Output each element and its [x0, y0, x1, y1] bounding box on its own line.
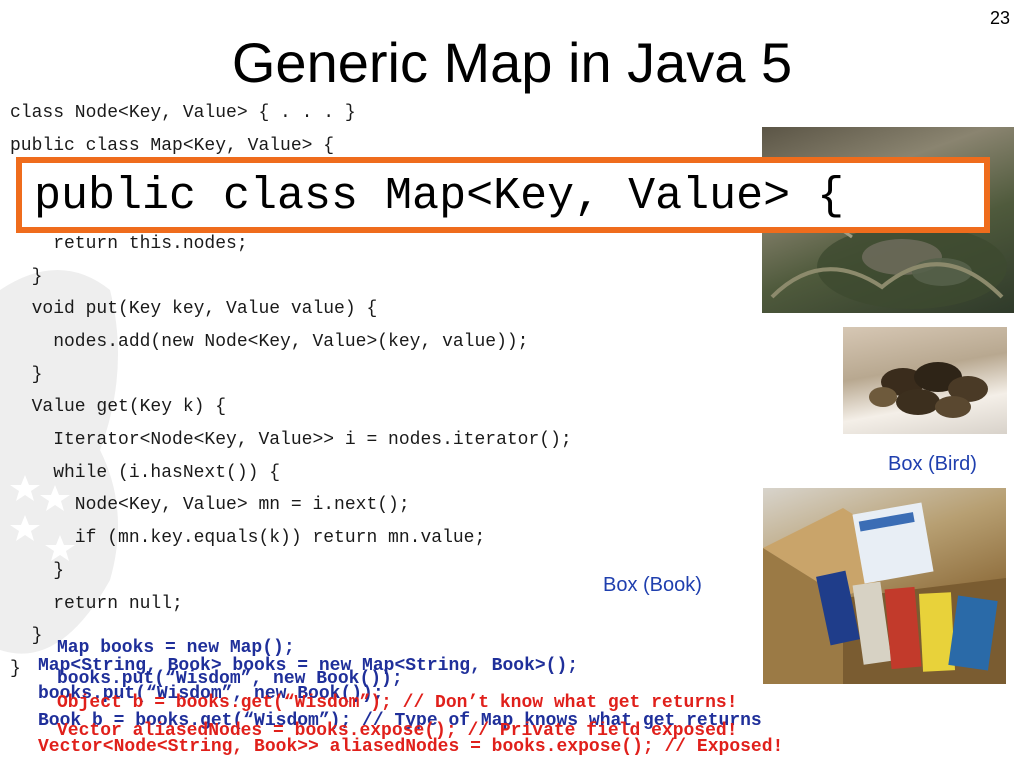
overlay-line-red-1: Object b = books.get(“Wisdom”); // Don’t…: [57, 693, 738, 713]
overlay-line-blue-3: books.put(“Wisdom”, new Book());: [57, 669, 403, 689]
overlay-line-blue-1: Map books = new Map();: [57, 638, 295, 658]
nest-photo-image: [762, 217, 1007, 309]
code-line: class Node<Key, Value> { . . . }: [10, 103, 356, 123]
code-listing: class Node<Key, Value> { . . . } public …: [10, 97, 572, 686]
birds-photo: [843, 327, 1007, 434]
highlight-box: public class Map<Key, Value> {: [16, 157, 990, 233]
slide-title: Generic Map in Java 5: [231, 31, 793, 94]
highlight-text: public class Map<Key, Value> {: [34, 171, 845, 222]
overlay-line-blue-5: Book b = books.get(“Wisdom”); // Type of…: [38, 711, 762, 731]
code-line: public class Map<Key, Value> {: [10, 135, 335, 156]
code-line: return null;: [10, 593, 183, 614]
overlay-line-blue-4: books.put(“Wisdom”, new Book());: [38, 684, 384, 704]
caption-book: Box (Book): [603, 574, 702, 596]
overlay-line-blue-2: Map<String, Book> books = new Map<String…: [38, 656, 579, 676]
code-line: void put(Key key, Value value) {: [10, 299, 378, 320]
code-line: Value get(Key k) {: [10, 397, 227, 418]
caption-bird: Box (Bird): [888, 453, 977, 475]
books-photo: [763, 488, 1006, 684]
code-line: nodes.add(new Node<Key, Value>(key, valu…: [10, 331, 529, 352]
books-photo-image: [763, 502, 1006, 684]
code-line: }: [10, 560, 65, 581]
code-line: }: [10, 266, 43, 287]
code-line: return this.nodes;: [10, 233, 248, 254]
code-line: }: [10, 658, 21, 679]
slide-number: 23: [989, 8, 1010, 28]
overlay-line-red-2: Vector aliasedNodes = books.expose(); //…: [57, 721, 738, 741]
code-line: while (i.hasNext()) {: [10, 462, 281, 483]
code-line: }: [10, 364, 43, 385]
code-line: if (mn.key.equals(k)) return mn.value;: [10, 528, 486, 549]
birds-photo-image: [869, 362, 988, 418]
code-line: Node<Key, Value> mn = i.next();: [10, 495, 410, 516]
watermark-shape-icon: [0, 270, 118, 654]
code-line: }: [10, 626, 43, 647]
code-line: Iterator<Node<Key, Value>> i = nodes.ite…: [10, 430, 572, 451]
overlay-line-red-3: Vector<Node<String, Book>> aliasedNodes …: [38, 737, 784, 757]
